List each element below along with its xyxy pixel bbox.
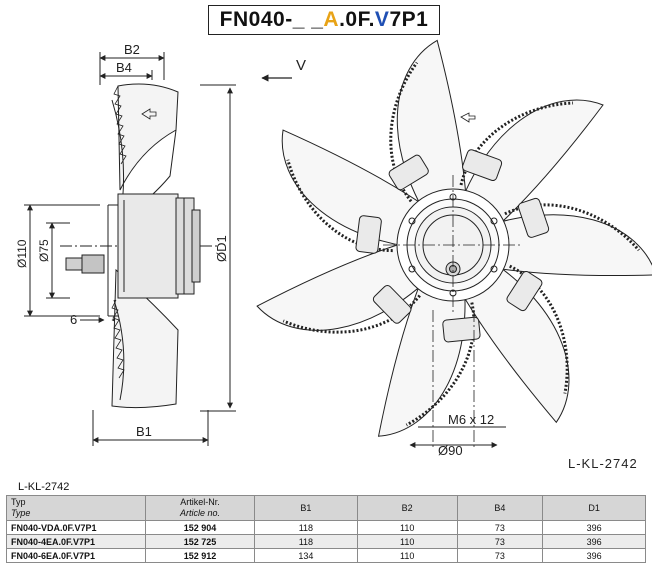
cell-article: 152 912: [145, 548, 255, 563]
dim-b2-label: B2: [124, 42, 140, 57]
dim-6-label: 6: [70, 312, 77, 327]
table-row: FN040-6EA.0F.V7P1 152 912 134 110 73 396: [6, 548, 646, 563]
dim-d1-label: ØD1: [214, 235, 229, 262]
header-b2: B2: [356, 495, 458, 521]
header-d1: D1: [542, 495, 646, 521]
side-view: [24, 52, 236, 446]
dim-b1-label: B1: [136, 424, 152, 439]
cell-type: FN040-4EA.0F.V7P1: [6, 534, 146, 549]
cell-b2: 110: [356, 534, 458, 549]
airflow-label: V: [296, 57, 306, 74]
cell-b4: 73: [456, 534, 544, 549]
cell-b1: 134: [254, 548, 358, 563]
airflow-arrow: V: [261, 57, 306, 82]
cell-b4: 73: [456, 520, 544, 535]
title-highlight-a: A: [323, 8, 340, 31]
header-type-en: Type: [11, 508, 31, 518]
title-mid: .0F.: [339, 8, 375, 31]
header-article: Artikel-Nr. Article no.: [145, 495, 255, 521]
cell-b1: 118: [254, 534, 358, 549]
header-article-de: Artikel-Nr.: [180, 497, 220, 507]
cell-d1: 396: [542, 520, 646, 535]
table-caption: L-KL-2742: [18, 481, 70, 493]
header-type-de: Typ: [11, 497, 26, 507]
title-prefix: FN040-_ _: [219, 8, 324, 31]
cell-article: 152 904: [145, 520, 255, 535]
cell-type: FN040-6EA.0F.V7P1: [6, 548, 146, 563]
title-highlight-v: V: [374, 8, 390, 31]
table-row: FN040-4EA.0F.V7P1 152 725 118 110 73 396: [6, 534, 646, 549]
dim-110-label: Ø110: [15, 239, 29, 268]
header-b4: B4: [456, 495, 544, 521]
cell-b2: 110: [356, 520, 458, 535]
table-row: FN040-VDA.0F.V7P1 152 904 118 110 73 396: [6, 520, 646, 535]
cell-d1: 396: [542, 534, 646, 549]
bolt-label: M6 x 12: [448, 412, 494, 427]
dim-90-label: Ø90: [438, 443, 463, 458]
header-article-en: Article no.: [179, 508, 221, 518]
technical-drawing: B2 B4 B1 ØD1 Ø110 Ø75 6 V: [15, 39, 652, 458]
title-suffix: 7P1: [389, 8, 429, 31]
cell-b2: 110: [356, 548, 458, 563]
fan-blades: [256, 39, 652, 437]
model-title: FN040-_ _ A .0F. V 7P1: [208, 5, 440, 35]
dim-b4-label: B4: [116, 60, 132, 75]
spec-table: Typ Type Artikel-Nr. Article no. B1 B2 B…: [6, 495, 646, 563]
front-view: [256, 39, 652, 448]
cell-b1: 118: [254, 520, 358, 535]
cell-type: FN040-VDA.0F.V7P1: [6, 520, 146, 535]
cell-d1: 396: [542, 548, 646, 563]
header-b1: B1: [254, 495, 358, 521]
header-type: Typ Type: [6, 495, 146, 521]
drawing-code: L-KL-2742: [568, 456, 638, 471]
dim-75-label: Ø75: [37, 239, 51, 262]
cell-b4: 73: [456, 548, 544, 563]
table-header-row: Typ Type Artikel-Nr. Article no. B1 B2 B…: [6, 495, 646, 521]
cell-article: 152 725: [145, 534, 255, 549]
